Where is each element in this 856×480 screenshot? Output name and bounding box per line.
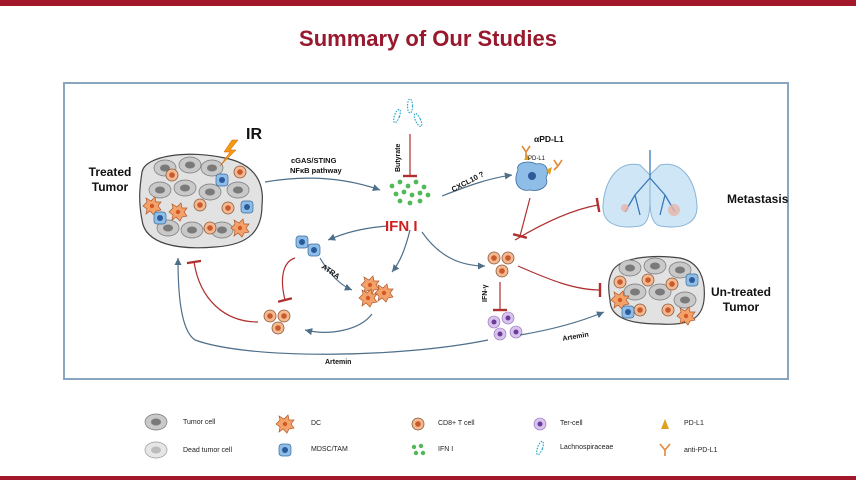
untreated-tumor-label: Un-treated Tumor [710,285,771,314]
legend-label: MDSC/TAM [311,446,348,453]
legend-label: anti-PD-L1 [684,447,718,454]
legend-icons [144,413,671,459]
pd-l1-dc [515,145,563,191]
ifn-i-cluster [389,179,431,206]
legend-label: IFN I [438,446,454,453]
bottom-accent-bar [0,476,856,480]
legend-label: PD-L1 [684,420,704,427]
cd8-t-cell-cluster [487,251,515,278]
ir-label: IR [246,126,262,143]
apdl1-label: αPD-L1 [534,134,564,144]
dc-cluster [358,275,394,308]
nfkb-label: NFκB pathway [290,166,342,175]
artemin-label-bottom: Artemin [325,359,352,366]
lightning-icon [219,139,239,167]
treated-tumor-mass [139,153,263,249]
treated-tumor-label: Treated Tumor [88,165,132,194]
butyrate-label: Butyrate [395,143,402,172]
legend-label: CD8+ T cell [438,420,475,427]
ter-cell-cluster [487,311,523,341]
metastasis-label: Metastasis [727,192,789,206]
cgas-sting-label: cGAS/STING [291,156,337,165]
top-accent-bar [0,0,856,6]
untreated-tumor-mass [608,255,705,326]
legend-label: Dead tumor cell [183,447,233,454]
ifn-gamma-label: IFN-γ [482,284,489,303]
legend-label: Ter-cell [560,420,583,427]
pdl1-label: PD-L1 [528,156,546,162]
lungs-icon [602,150,698,228]
page-title: Summary of Our Studies [299,26,557,51]
mdsc-cluster [295,235,321,257]
cd8-cluster-left [263,309,291,335]
legend-label: Lachnospiraceae [560,444,614,451]
diagram-frame [63,82,789,380]
ifn-i-label: IFN I [385,218,418,235]
lachnospiraceae-icon [391,98,424,129]
legend-label: DC [311,420,322,427]
legend-label: Tumor cell [183,419,216,426]
